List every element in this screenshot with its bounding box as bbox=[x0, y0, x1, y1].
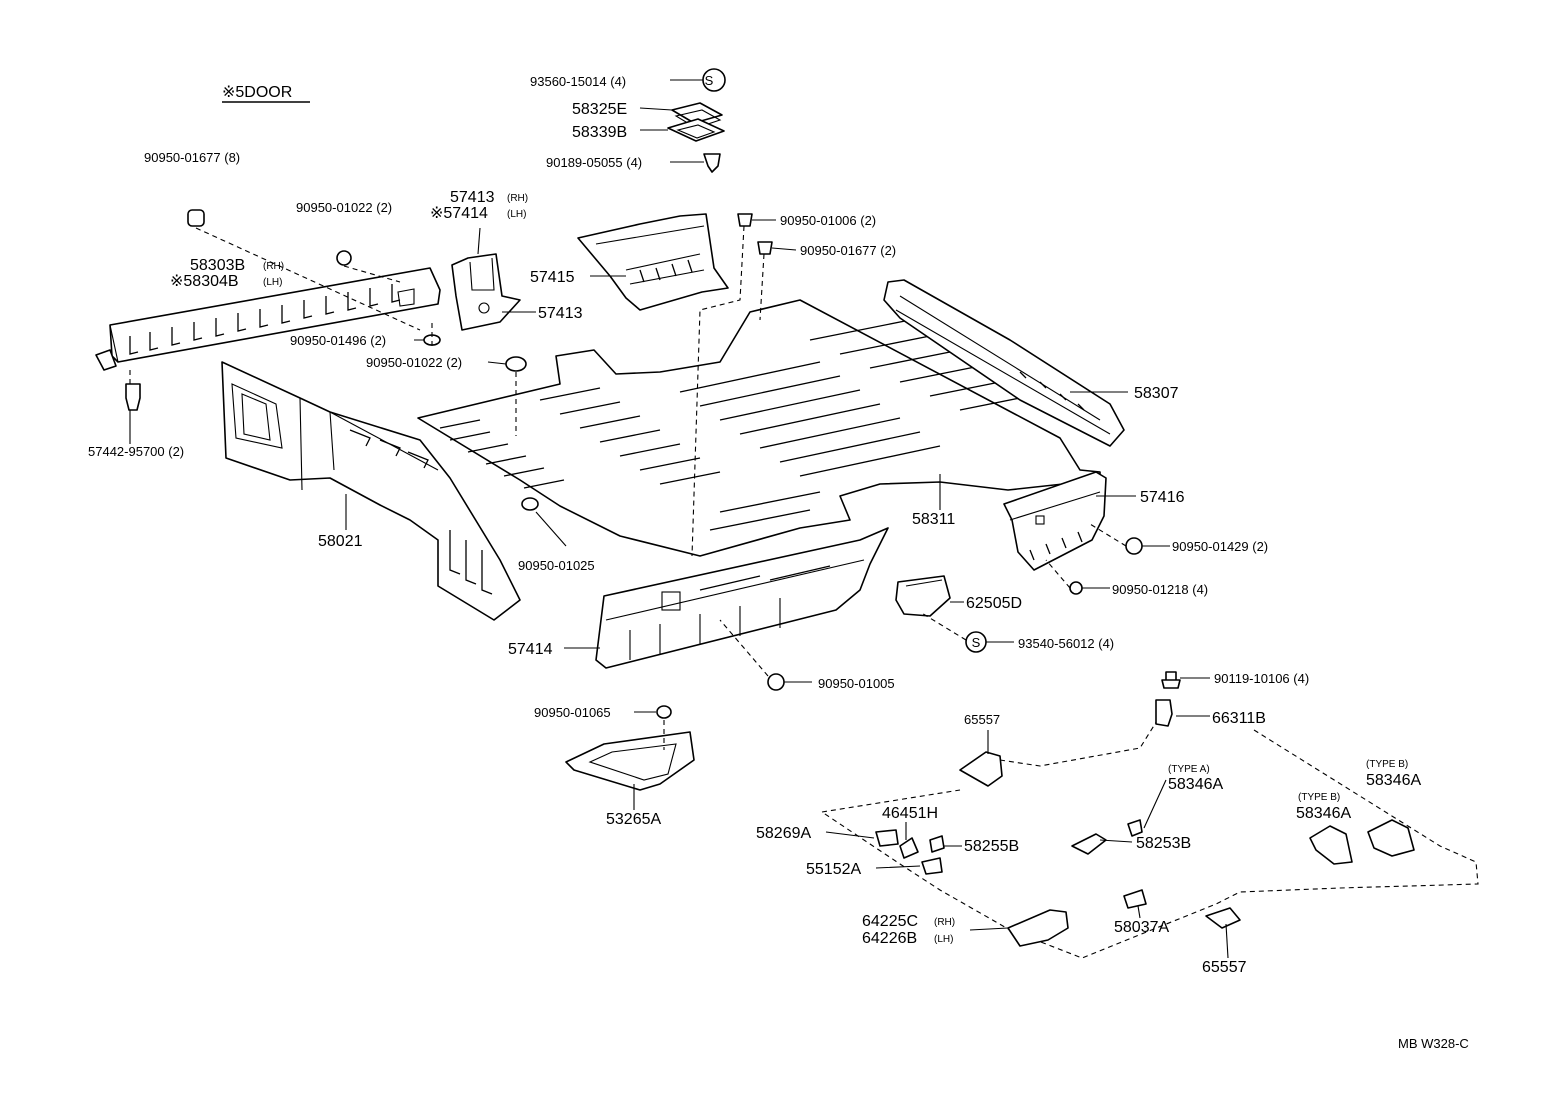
label-90119-10106[interactable]: 90119-10106 (4) bbox=[1214, 671, 1309, 686]
bracket-57415-drawing bbox=[577, 213, 729, 311]
tag-rh-64225c: (RH) bbox=[934, 917, 955, 928]
rail-58303b-drawing bbox=[95, 267, 441, 371]
label-58346a-type-b-left[interactable]: 58346A bbox=[1296, 805, 1351, 822]
label-57413[interactable]: 57413 bbox=[538, 305, 583, 322]
tag-lh-58304b: (LH) bbox=[263, 277, 282, 288]
rail-57414-drawing bbox=[595, 527, 889, 669]
label-57415[interactable]: 57415 bbox=[530, 269, 575, 286]
label-58339b[interactable]: 58339B bbox=[572, 124, 627, 141]
label-90189-05055[interactable]: 90189-05055 (4) bbox=[546, 155, 642, 170]
rail-58307-drawing bbox=[883, 279, 1125, 447]
label-90950-01065[interactable]: 90950-01065 bbox=[534, 705, 611, 720]
label-57414-lh[interactable]: ※57414 bbox=[430, 205, 488, 222]
underbody-outline bbox=[821, 699, 1479, 959]
label-90950-01429[interactable]: 90950-01429 (2) bbox=[1172, 539, 1268, 554]
tag-lh-64226b: (LH) bbox=[934, 934, 953, 945]
label-90950-01218[interactable]: 90950-01218 (4) bbox=[1112, 582, 1208, 597]
label-46451h[interactable]: 46451H bbox=[882, 805, 938, 822]
tag-rh-58303b: (RH) bbox=[263, 261, 284, 272]
leader-lines bbox=[129, 79, 1229, 959]
label-57442-95700[interactable]: 57442-95700 (2) bbox=[88, 444, 184, 459]
label-58311[interactable]: 58311 bbox=[912, 511, 955, 528]
label-58325e[interactable]: 58325E bbox=[572, 101, 627, 118]
header-5door: ※5DOOR bbox=[222, 84, 292, 101]
label-65557-bottom[interactable]: 65557 bbox=[1202, 959, 1247, 976]
seal-58325e-drawing bbox=[667, 68, 726, 173]
label-58346a-type-a[interactable]: 58346A bbox=[1168, 776, 1223, 793]
label-90950-01022-a[interactable]: 90950-01022 (2) bbox=[296, 200, 392, 215]
label-57413-rh[interactable]: 57413 bbox=[450, 189, 495, 206]
label-58021[interactable]: 58021 bbox=[318, 533, 363, 550]
s-mark-bottom: S bbox=[972, 635, 981, 650]
tag-rh-57413: (RH) bbox=[507, 193, 528, 204]
label-58037a[interactable]: 58037A bbox=[1114, 919, 1169, 936]
label-58253b[interactable]: 58253B bbox=[1136, 835, 1191, 852]
label-58346a-type-b-right[interactable]: 58346A bbox=[1366, 772, 1421, 789]
bracket-57416-drawing bbox=[1003, 471, 1107, 571]
tag-lh-57414: (LH) bbox=[507, 209, 526, 220]
label-58307[interactable]: 58307 bbox=[1134, 385, 1179, 402]
label-65557-top[interactable]: 65557 bbox=[964, 712, 1000, 727]
cover-53265a-drawing bbox=[565, 731, 695, 791]
label-57416[interactable]: 57416 bbox=[1140, 489, 1185, 506]
label-90950-01006[interactable]: 90950-01006 (2) bbox=[780, 213, 876, 228]
tag-type-b-right: (TYPE B) bbox=[1366, 759, 1408, 770]
label-90950-01025[interactable]: 90950-01025 bbox=[518, 558, 595, 573]
s-mark-top: S bbox=[705, 73, 714, 88]
tag-type-b-left: (TYPE B) bbox=[1298, 792, 1340, 803]
label-58269a[interactable]: 58269A bbox=[756, 825, 811, 842]
label-55152a[interactable]: 55152A bbox=[806, 861, 861, 878]
bracket-57413-drawing bbox=[451, 253, 521, 331]
label-90950-01677-2[interactable]: 90950-01677 (2) bbox=[800, 243, 896, 258]
tag-type-a: (TYPE A) bbox=[1168, 764, 1210, 775]
label-90950-01022-b[interactable]: 90950-01022 (2) bbox=[366, 355, 462, 370]
label-58255b[interactable]: 58255B bbox=[964, 838, 1019, 855]
label-90950-01496[interactable]: 90950-01496 (2) bbox=[290, 333, 386, 348]
plate-62505d-drawing bbox=[895, 575, 951, 617]
label-62505d[interactable]: 62505D bbox=[966, 595, 1022, 612]
label-53265a[interactable]: 53265A bbox=[606, 811, 661, 828]
label-57414[interactable]: 57414 bbox=[508, 641, 553, 658]
label-90950-01005[interactable]: 90950-01005 bbox=[818, 676, 895, 691]
figure-code: MB W328-C bbox=[1398, 1036, 1469, 1051]
label-93560-15014[interactable]: 93560-15014 (4) bbox=[530, 74, 626, 89]
label-90950-01677-8[interactable]: 90950-01677 (8) bbox=[144, 150, 240, 165]
label-58304b[interactable]: ※58304B bbox=[170, 273, 239, 290]
label-64226b[interactable]: 64226B bbox=[862, 930, 917, 947]
label-66311b[interactable]: 66311B bbox=[1212, 710, 1266, 727]
label-93540-56012[interactable]: 93540-56012 (4) bbox=[1018, 636, 1114, 651]
label-64225c[interactable]: 64225C bbox=[862, 913, 918, 930]
panel-58021-drawing bbox=[221, 361, 521, 621]
fastener-drawings bbox=[125, 209, 1181, 719]
label-58303b[interactable]: 58303B bbox=[190, 257, 245, 274]
